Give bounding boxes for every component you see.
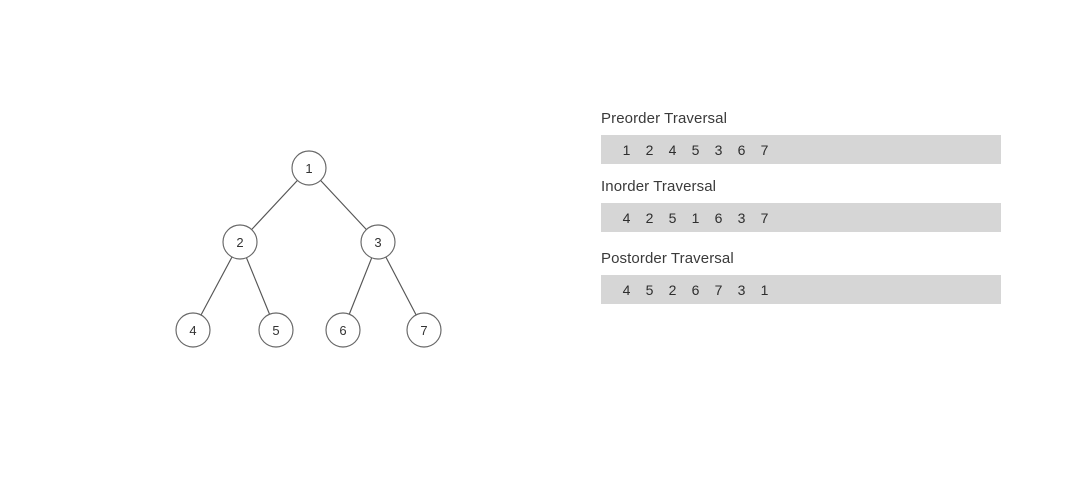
traversal-value: 1 — [760, 281, 769, 298]
traversal-value: 4 — [622, 209, 631, 226]
traversal-title-inorder: Inorder Traversal — [601, 178, 717, 195]
tree-node-label: 1 — [305, 161, 312, 176]
tree-node-label: 3 — [374, 235, 381, 250]
tree-node-label: 4 — [189, 323, 196, 338]
traversal-value: 5 — [691, 141, 700, 158]
traversal-value: 3 — [714, 141, 723, 158]
tree-node-2[interactable]: 2 — [222, 224, 258, 260]
traversal-value: 2 — [645, 141, 654, 158]
tree-node-1[interactable]: 1 — [291, 150, 327, 186]
traversal-title-preorder: Preorder Traversal — [601, 110, 728, 127]
tree-node-5[interactable]: 5 — [258, 312, 294, 348]
tree-node-circle-4 — [175, 312, 211, 348]
traversal-value: 2 — [668, 281, 677, 298]
tree-node-label: 5 — [272, 323, 279, 338]
traversal-value: 4 — [622, 281, 631, 298]
binary-tree-diagram: 1 2 3 4 5 6 7 — [175, 150, 442, 348]
tree-node-3[interactable]: 3 — [360, 224, 396, 260]
traversal-value: 4 — [668, 141, 677, 158]
traversal-value: 6 — [737, 141, 746, 158]
tree-node-circle-5 — [258, 312, 294, 348]
traversal-value: 5 — [668, 209, 677, 226]
traversal-value: 3 — [737, 209, 746, 226]
tree-node-6[interactable]: 6 — [325, 312, 361, 348]
tree-node-circle-3 — [360, 224, 396, 260]
tree-node-circle-6 — [325, 312, 361, 348]
tree-node-circle-2 — [222, 224, 258, 260]
traversal-value: 3 — [737, 281, 746, 298]
traversal-value: 6 — [714, 209, 723, 226]
traversal-title-postorder: Postorder Traversal — [601, 250, 734, 267]
tree-node-label: 6 — [339, 323, 346, 338]
traversal-value: 1 — [622, 141, 631, 158]
tree-node-group: 1 2 3 4 5 6 7 — [175, 150, 442, 348]
tree-svg: 1 2 3 4 5 6 7 — [175, 150, 442, 348]
tree-node-circle-1 — [291, 150, 327, 186]
tree-node-label: 2 — [236, 235, 243, 250]
tree-node-circle-7 — [406, 312, 442, 348]
traversal-value: 6 — [691, 281, 700, 298]
tree-node-label: 7 — [420, 323, 427, 338]
traversal-value: 7 — [714, 281, 723, 298]
traversal-value: 7 — [760, 141, 769, 158]
traversal-value: 7 — [760, 209, 769, 226]
tree-node-7[interactable]: 7 — [406, 312, 442, 348]
traversal-value: 2 — [645, 209, 654, 226]
traversal-value: 5 — [645, 281, 654, 298]
tree-node-4[interactable]: 4 — [175, 312, 211, 348]
traversal-value: 1 — [691, 209, 700, 226]
